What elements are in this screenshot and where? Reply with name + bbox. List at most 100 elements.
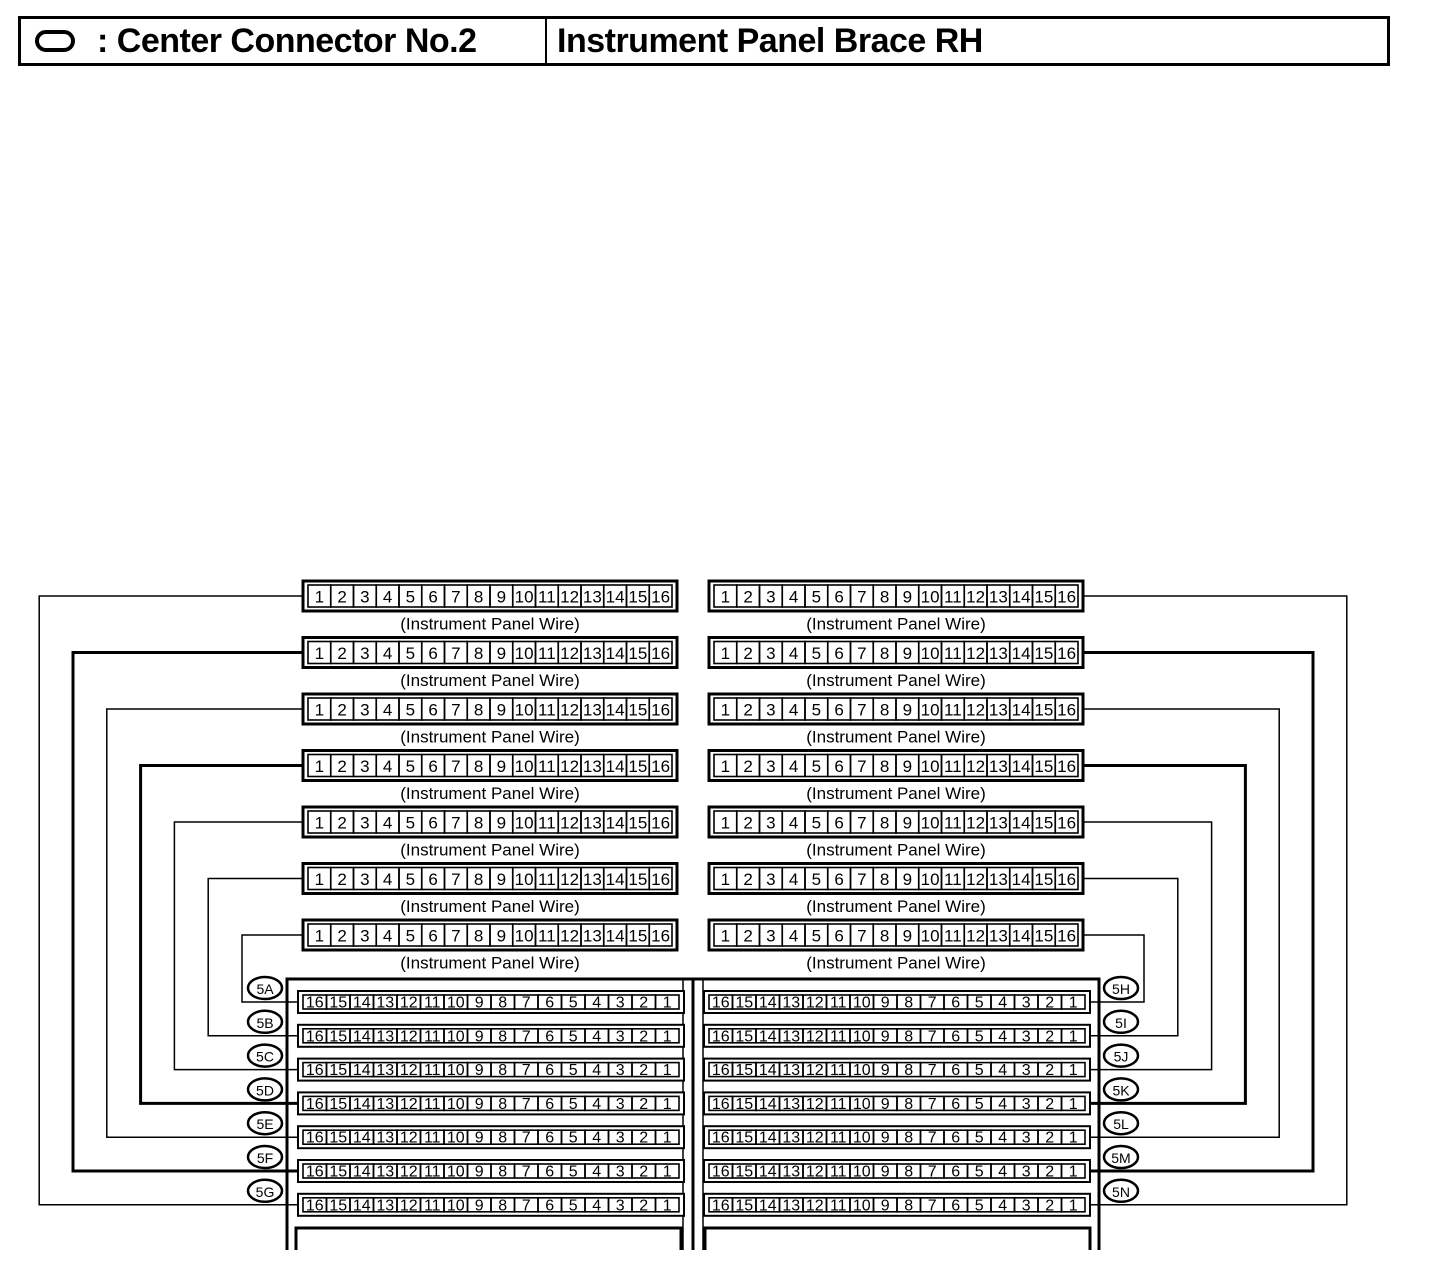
jb-row-right-4-pin-number: 11 (830, 1096, 847, 1113)
wire-connector-right-1-pin-number: 13 (989, 588, 1008, 607)
wire-connector-right-2-pin-number: 16 (1057, 644, 1076, 663)
wire-connector-right-5-pin-number: 16 (1057, 814, 1076, 833)
jb-row-right-7-pin-number: 7 (928, 1197, 937, 1214)
jb-row-right-4-pin-number: 5 (975, 1096, 984, 1113)
wire-connector-right-6-pin-number: 4 (789, 870, 798, 889)
jb-row-left-6-pin-number: 3 (616, 1164, 625, 1181)
wire-connector-right-4-pin-number: 4 (789, 757, 798, 776)
wire-connector-left-4-pin-number: 13 (583, 757, 602, 776)
jb-row-right-3-pin-number: 8 (904, 1062, 913, 1079)
jb-row-right-3-pin-number: 13 (782, 1062, 800, 1079)
wire-connector-right-6-pin-number: 3 (766, 870, 775, 889)
jb-row-left-3-pin-number: 12 (400, 1062, 418, 1079)
wire-connector-right-5-pin-number: 4 (789, 814, 798, 833)
wire-connector-right-3-pin-number: 10 (921, 701, 940, 720)
junction-code-oval-5G (246, 1178, 284, 1204)
wire-label-right-7: (Instrument Panel Wire) (806, 954, 986, 973)
jb-row-right-6-pin-number: 8 (904, 1164, 913, 1181)
jb-row-right-1-pin-number: 7 (928, 995, 937, 1012)
wire-connector-right-7-pin-number: 4 (789, 927, 798, 946)
wire-connector-right-4-pin-number: 8 (880, 757, 889, 776)
jb-row-left-4-pin-number: 7 (522, 1096, 531, 1113)
jb-row-left-6-pin-number: 13 (376, 1164, 394, 1181)
wire-connector-left-2-pin-number: 10 (515, 644, 534, 663)
jb-row-left-6-pin-number: 16 (306, 1164, 324, 1181)
diagram-header: : Center Connector No.2 Instrument Panel… (18, 16, 1390, 66)
wire-connector-right-2-pin-number: 2 (743, 644, 752, 663)
wire-connector-left-3-pin-number: 5 (406, 701, 415, 720)
wire-connector-right-1-pin-number: 16 (1057, 588, 1076, 607)
wire-label-left-2: (Instrument Panel Wire) (400, 671, 580, 690)
wire-connector-left-6-pin-number: 6 (428, 870, 437, 889)
jb-row-left-7-pin-number: 14 (353, 1197, 371, 1214)
jb-row-left-5-pin-number: 3 (616, 1130, 625, 1147)
jb-row-left-7-pin-number: 13 (376, 1197, 394, 1214)
jb-row-left-6-pin-number: 11 (424, 1164, 441, 1181)
jb-row-left-3-pin-number: 13 (376, 1062, 394, 1079)
jb-row-right-7-pin-number: 8 (904, 1197, 913, 1214)
wire-connector-right-1-pin-number: 15 (1034, 588, 1053, 607)
junction-code-oval-5L (1102, 1110, 1140, 1136)
jb-row-left-4-pin-number: 15 (329, 1096, 347, 1113)
jb-row-left-5-pin-number: 11 (424, 1130, 441, 1147)
jb-row-left-1-pin-number: 2 (639, 995, 648, 1012)
jb-row-left-3-pin-number: 10 (447, 1062, 465, 1079)
jb-row-right-7-pin-number: 11 (830, 1197, 847, 1214)
jb-row-left-6-pin-number: 10 (447, 1164, 465, 1181)
wire-connector-left-5-pin-number: 4 (383, 814, 392, 833)
wire-connector-left-4-pin-number: 6 (428, 757, 437, 776)
wire-connector-left-4-cavity (648, 753, 673, 778)
jb-row-right-3-pin-number: 9 (881, 1062, 890, 1079)
wire-right-5J (1083, 821, 1213, 1071)
wire-connector-right-3-pin-number: 1 (721, 701, 730, 720)
wire-connector-right-7-pin-number: 13 (989, 927, 1008, 946)
jb-row-left-4-pin-number: 4 (592, 1096, 601, 1113)
jb-row-right-3-pin-number: 7 (928, 1062, 937, 1079)
wire-connector-left-7-pin-number: 12 (560, 927, 579, 946)
jb-row-left-7-pin-number: 5 (569, 1197, 578, 1214)
wire-connector-right-3-pin-number: 7 (857, 701, 866, 720)
jb-row-left-2-pin-number: 10 (447, 1028, 465, 1045)
wire-connector-left-6-pin-number: 10 (515, 870, 534, 889)
wire-label-right-1: (Instrument Panel Wire) (806, 615, 986, 634)
jb-row-left-1-pin-number: 15 (329, 995, 347, 1012)
jb-row-right-2-pin-number: 4 (998, 1028, 1007, 1045)
junction-code-5L: 5L (1113, 1116, 1129, 1132)
jb-row-left-5-pin-number: 1 (663, 1130, 672, 1147)
jb-row-left-1-pin-number: 12 (400, 995, 418, 1012)
wire-connector-left-7-pin-number: 4 (383, 927, 392, 946)
jb-row-right-7-pin-number: 5 (975, 1197, 984, 1214)
wire-connector-right-4-pin-number: 1 (721, 757, 730, 776)
wire-connector-left-2-pin-number: 9 (497, 644, 506, 663)
jb-row-left-7-pin-number: 8 (498, 1197, 507, 1214)
wire-connector-left-3-pin-number: 14 (606, 701, 625, 720)
wire-connector-right-6-pin-number: 9 (903, 870, 912, 889)
wire-connector-left-5-pin-number: 16 (651, 814, 670, 833)
wire-connector-left-5-pin-number: 6 (428, 814, 437, 833)
jb-row-right-1-pin-number: 16 (712, 995, 730, 1012)
jb-row-left-7-pin-number: 6 (545, 1197, 554, 1214)
jb-row-right-5-pin-number: 13 (782, 1130, 800, 1147)
wire-connector-right-2-pin-number: 8 (880, 644, 889, 663)
wire-connector-left-7-pin-number: 1 (315, 927, 324, 946)
jb-row-left-3-pin-number: 16 (306, 1062, 324, 1079)
wire-left-5B (207, 877, 303, 1037)
wire-connector-right-4-pin-number: 9 (903, 757, 912, 776)
wire-connector-left-4-pin-number: 12 (560, 757, 579, 776)
junction-code-oval-5C (246, 1043, 284, 1068)
jb-row-right-3-pin-number: 15 (735, 1062, 753, 1079)
wire-connector-left-7-pin-number: 15 (628, 927, 647, 946)
jb-row-left-7-pin-number: 3 (616, 1197, 625, 1214)
jb-row-right-5-pin-number: 6 (951, 1130, 960, 1147)
jb-row-right-5-pin-number: 1 (1069, 1130, 1078, 1147)
wire-connector-left-6-pin-number: 14 (606, 870, 625, 889)
wire-label-left-1: (Instrument Panel Wire) (400, 615, 580, 634)
jb-row-left-5-pin-number: 6 (545, 1130, 554, 1147)
jb-row-left-6-pin-number: 15 (329, 1164, 347, 1181)
jb-row-right-7-pin-number: 15 (735, 1197, 753, 1214)
jb-row-left-6-pin-number: 4 (592, 1164, 601, 1181)
jb-row-left-2-pin-number: 13 (376, 1028, 394, 1045)
jb-row-right-1-pin-number: 8 (904, 995, 913, 1012)
jb-row-right-3-pin-number: 4 (998, 1062, 1007, 1079)
jb-row-left-4-pin-number: 10 (447, 1096, 465, 1113)
